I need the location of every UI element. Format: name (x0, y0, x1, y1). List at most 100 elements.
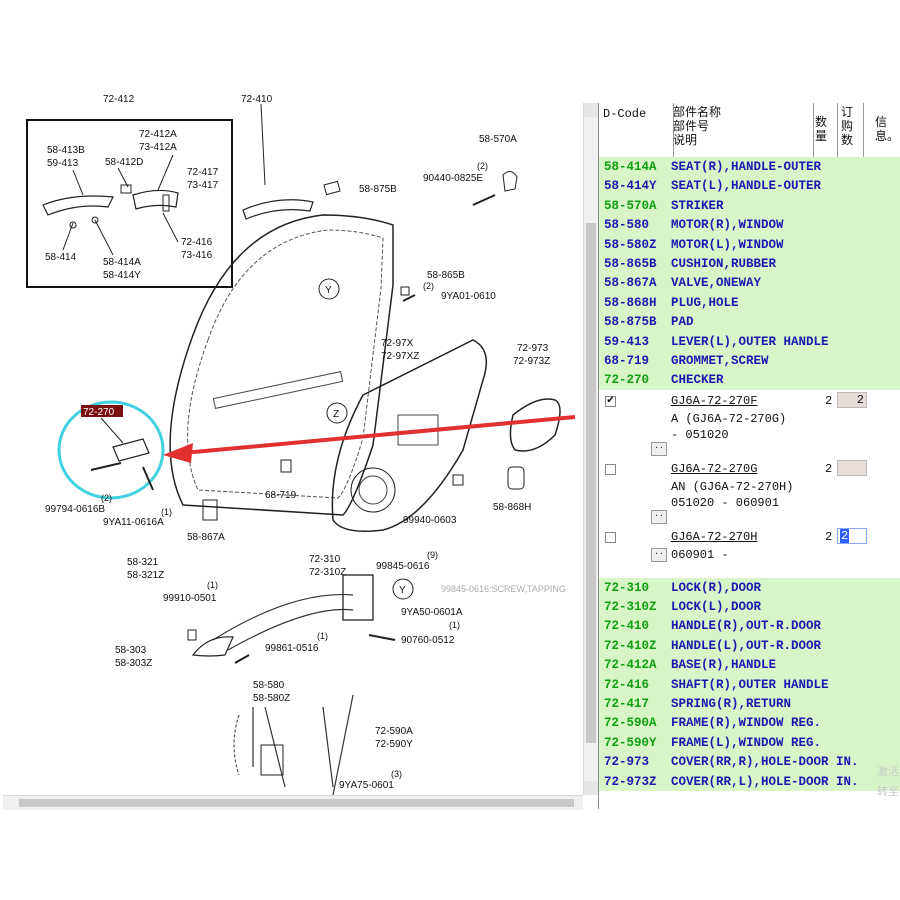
label-72-590y: 72-590Y (375, 739, 413, 750)
label-58-414y: 58-414Y (103, 270, 141, 281)
label-9ya11-0616a: 9YA11-0616A (103, 517, 164, 528)
header-name-line3: 说明 (673, 133, 698, 147)
order-qty-input[interactable] (837, 459, 867, 476)
diagram-horizontal-scrollbar[interactable] (3, 795, 583, 810)
part-note-line2: 051020 - 060901 (671, 495, 780, 510)
label-n1c: (1) (449, 620, 460, 630)
row-code: 72-310Z (604, 600, 657, 615)
label-n1d: (1) (317, 631, 328, 641)
label-72-97x: 72-97X (381, 338, 414, 349)
part-quantity: 2 (825, 461, 833, 476)
header-d-code[interactable]: D-Code (599, 103, 674, 161)
row-description: LOCK(L),DOOR (671, 600, 762, 615)
highlight-circle (57, 400, 165, 500)
horizontal-scroll-thumb[interactable] (19, 799, 574, 807)
table-row[interactable]: 72-412A BASE(R),HANDLE (599, 655, 900, 675)
label-58-303: 58-303 (115, 645, 147, 656)
label-58-321: 58-321 (127, 557, 159, 568)
label-9ya01-0610: 9YA01-0610 (441, 291, 496, 302)
header-quantity[interactable]: 数量 (813, 103, 838, 169)
label-72-416: 72-416 (181, 237, 213, 248)
row-description: FRAME(L),WINDOW REG. (671, 735, 822, 750)
inner-door-panel (331, 339, 488, 532)
order-qty-value: 2 (856, 392, 864, 407)
part-number-link[interactable]: GJ6A-72-270F (671, 393, 758, 408)
header-order-qty[interactable]: 订购数 (837, 103, 864, 159)
table-row[interactable]: 72-590Y FRAME(L),WINDOW REG. (599, 732, 900, 753)
diagram-vertical-scrollbar[interactable] (583, 103, 598, 795)
row-code: 58-865B (604, 256, 657, 271)
label-99794-0616b: 99794-0616B (45, 504, 105, 515)
part-detail-button[interactable]: .. (651, 509, 667, 524)
row-description: BASE(R),HANDLE (671, 658, 777, 673)
label-73-412a: 73-412A (139, 142, 177, 153)
part-select-checkbox[interactable]: ✔ (605, 395, 616, 407)
scroll-up-button[interactable] (584, 103, 598, 117)
os-activation-watermark: 激活 (877, 765, 899, 778)
row-code: 58-414Y (604, 179, 657, 194)
label-9ya50-0601a: 9YA50-0601A (401, 607, 463, 618)
scroll-down-button[interactable] (584, 781, 598, 795)
label-90760-0512: 90760-0512 (401, 635, 455, 646)
header-part-name[interactable]: 部件名称 部件号 说明 (671, 103, 814, 159)
order-qty-input[interactable]: 2 (837, 527, 867, 544)
callout-z (326, 402, 348, 424)
row-code: 58-868H (604, 295, 657, 310)
label-n2c: (2) (101, 493, 112, 503)
row-code: 72-412A (604, 658, 657, 673)
exploded-diagram-panel[interactable]: 72-412 72-410 58-413B 59-413 58-412D 72-… (3, 95, 583, 795)
vertical-scroll-thumb[interactable] (586, 223, 596, 743)
label-72-973: 72-973 (517, 343, 549, 354)
row-code: 58-867A (604, 276, 657, 291)
callout-y-bottom (392, 578, 414, 600)
label-58-321z: 58-321Z (127, 570, 164, 581)
row-description: LOCK(R),DOOR (671, 580, 762, 595)
part-select-checkbox[interactable] (605, 463, 616, 475)
part-detail-button[interactable]: .. (651, 441, 667, 456)
row-code: 72-410 (604, 619, 650, 634)
label-n1a: (1) (161, 507, 172, 517)
label-58-414: 58-414 (45, 252, 77, 263)
row-code: 72-270 (604, 373, 650, 388)
row-code: 72-417 (604, 697, 650, 712)
label-59-413: 59-413 (47, 158, 79, 169)
part-detail-button[interactable]: .. (651, 547, 667, 562)
order-qty-input[interactable]: 2 (837, 391, 867, 408)
row-description: LEVER(L),OUTER HANDLE (671, 334, 829, 349)
header-info[interactable]: 信息。 (875, 115, 900, 143)
label-73-417: 73-417 (187, 180, 219, 191)
door-lock-shape (342, 574, 374, 621)
row-code: 72-590Y (604, 735, 657, 750)
label-99940-0603: 99940-0603 (403, 515, 457, 526)
part-select-checkbox[interactable] (605, 531, 616, 543)
part-number-link[interactable]: GJ6A-72-270H (671, 529, 758, 544)
part-number-link[interactable]: GJ6A-72-270G (671, 461, 758, 476)
label-n9: (9) (427, 550, 438, 560)
os-activation-watermark-line2: 转至 (877, 785, 899, 798)
label-72-410: 72-410 (241, 95, 273, 105)
label-58-865b: 58-865B (427, 270, 465, 281)
label-9ya75-0601: 9YA75-0601 (339, 780, 394, 791)
table-row[interactable]: 72-310Z LOCK(L),DOOR (599, 597, 900, 617)
